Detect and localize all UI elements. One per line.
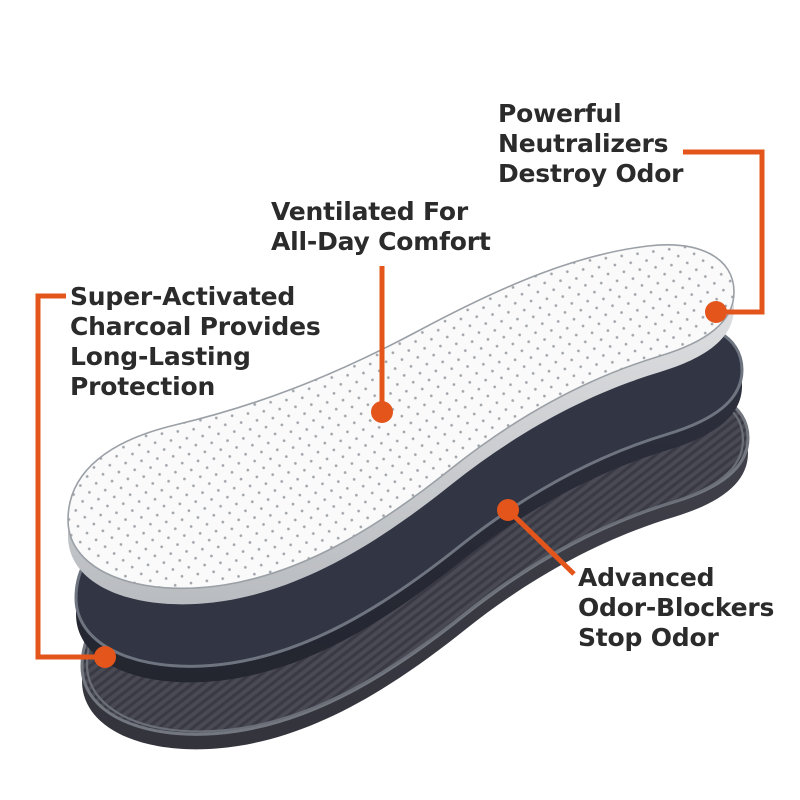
callout-label-ventilated: Ventilated For All-Day Comfort: [271, 197, 491, 256]
callout-dot-ventilated[interactable]: [371, 401, 393, 423]
callout-label-odor-blockers: Advanced Odor-Blockers Stop Odor: [578, 563, 775, 652]
callout-label-neutralizers: Powerful Neutralizers Destroy Odor: [498, 99, 684, 188]
callout-dot-odor-blockers[interactable]: [497, 499, 519, 521]
callout-dot-charcoal[interactable]: [94, 646, 116, 668]
leader-line-neutralizers: [683, 149, 765, 315]
callout-dot-neutralizers[interactable]: [705, 301, 727, 323]
callout-label-charcoal: Super-Activated Charcoal Provides Long-L…: [70, 282, 321, 401]
leader-line-charcoal: [35, 293, 105, 660]
leader-line-odor-blockers: [506, 508, 576, 576]
